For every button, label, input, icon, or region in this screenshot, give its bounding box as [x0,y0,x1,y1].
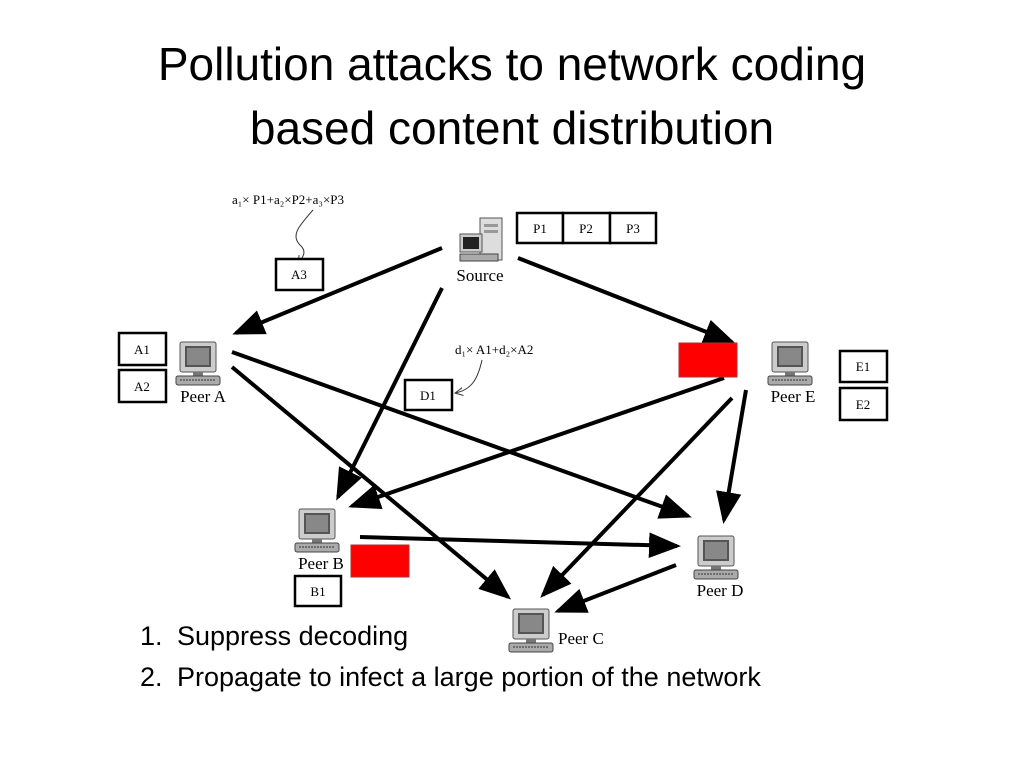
edge-peer-e-peer-d [716,389,748,524]
node-label-peer-a: Peer A [180,387,227,406]
node-label-peer-b: Peer B [298,554,344,573]
node-label-peer-c: Peer C [558,629,604,648]
bullet-text: Suppress decoding [177,621,409,651]
packet-box-e1 [838,349,889,384]
packet-box-a2 [117,368,168,404]
annotation-arrow-a3 [295,209,314,264]
edge-peer-a-peer-d [231,350,692,519]
packet-box-e2 [838,386,889,422]
bullet-text: Propagate to infect a large portion of t… [177,662,761,692]
packet-box-p3 [608,211,658,245]
source-server-icon [459,217,503,262]
packet-label-e2: E2 [856,397,870,412]
title-line-2: based content distribution [249,102,775,154]
formula-d1: d₁× A1+d₂×A2 [455,342,533,357]
polluted-packet-peer-e [678,342,738,378]
node-label-source: Source [456,266,503,285]
polluted-packet-peer-b [350,544,410,578]
packet-label-p2: P2 [579,221,593,236]
peer-d-computer-icon [693,535,739,580]
bullet-item: 1. Suppress decoding [140,616,761,657]
packet-label-b1: B1 [310,584,325,599]
packet-label-a3: A3 [291,267,307,282]
bullet-number: 1. [140,621,163,651]
annotation-arrow-d1 [455,359,483,393]
packet-box-b1 [293,574,343,608]
bullet-list: 1. Suppress decoding 2. Propagate to inf… [140,616,761,698]
packet-box-p2 [561,211,612,245]
packet-label-e1: E1 [856,359,870,374]
slide-title: Pollution attacks to network coding base… [0,32,1024,160]
packet-box-a3 [274,257,325,292]
edge-peer-a-peer-c [230,365,512,600]
edge-source-peer-e [517,256,736,344]
edge-peer-b-peer-d [359,532,681,559]
edge-peer-d-peer-c [554,563,677,613]
edge-source-peer-b [336,287,444,501]
packet-box-d1 [403,378,454,412]
bullet-number: 2. [140,662,163,692]
packet-label-a1: A1 [134,342,150,357]
peer-e-computer-icon [767,341,813,386]
edge-source-peer-a [232,246,443,335]
packet-label-p1: P1 [533,221,547,236]
packet-box-a1 [117,331,168,367]
title-line-1: Pollution attacks to network coding [157,38,867,90]
packet-label-d1: D1 [420,388,436,403]
peer-a-computer-icon [175,341,221,386]
edge-peer-e-peer-b [348,376,725,509]
packet-label-p3: P3 [626,221,640,236]
node-label-peer-d: Peer D [697,581,744,600]
peer-b-computer-icon [294,508,340,553]
edge-peer-e-peer-c [540,396,734,598]
edges [230,246,748,613]
node-label-peer-e: Peer E [771,387,816,406]
bullet-item: 2. Propagate to infect a large portion o… [140,657,761,698]
formula-a3: a₁× P1+a₂×P2+a₃×P3 [232,192,344,207]
packet-label-a2: A2 [134,379,150,394]
